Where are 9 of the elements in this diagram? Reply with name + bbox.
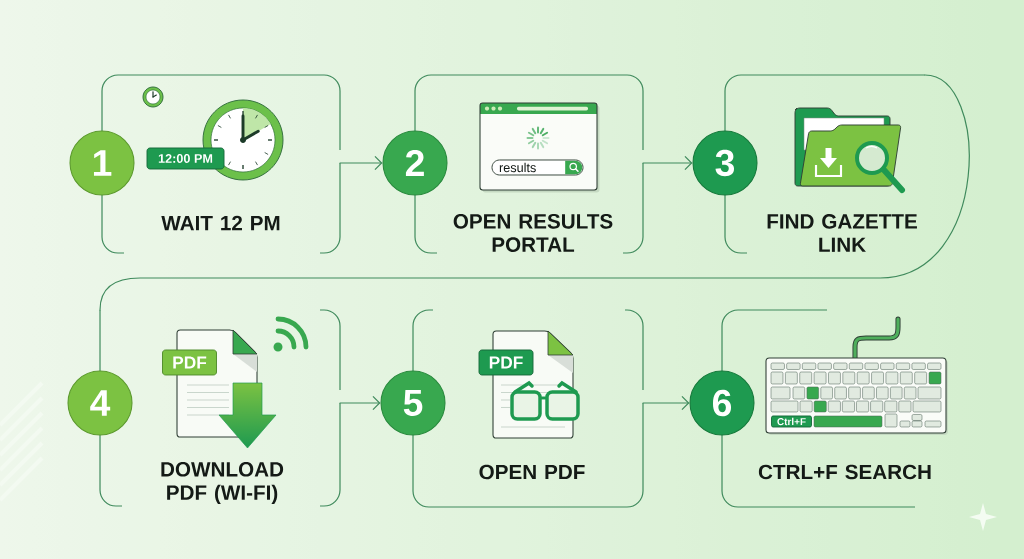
- file-type-badge: PDF: [162, 349, 217, 376]
- time-badge: 12:00 PM: [146, 147, 225, 170]
- arrow: [339, 155, 383, 171]
- connector-line: [99, 74, 970, 311]
- arrow: [642, 155, 693, 171]
- file-type-badge: PDF: [478, 349, 534, 376]
- keyboard-key: Ctrl+F: [771, 415, 812, 428]
- arrow: [642, 395, 690, 411]
- arrow: [339, 395, 381, 411]
